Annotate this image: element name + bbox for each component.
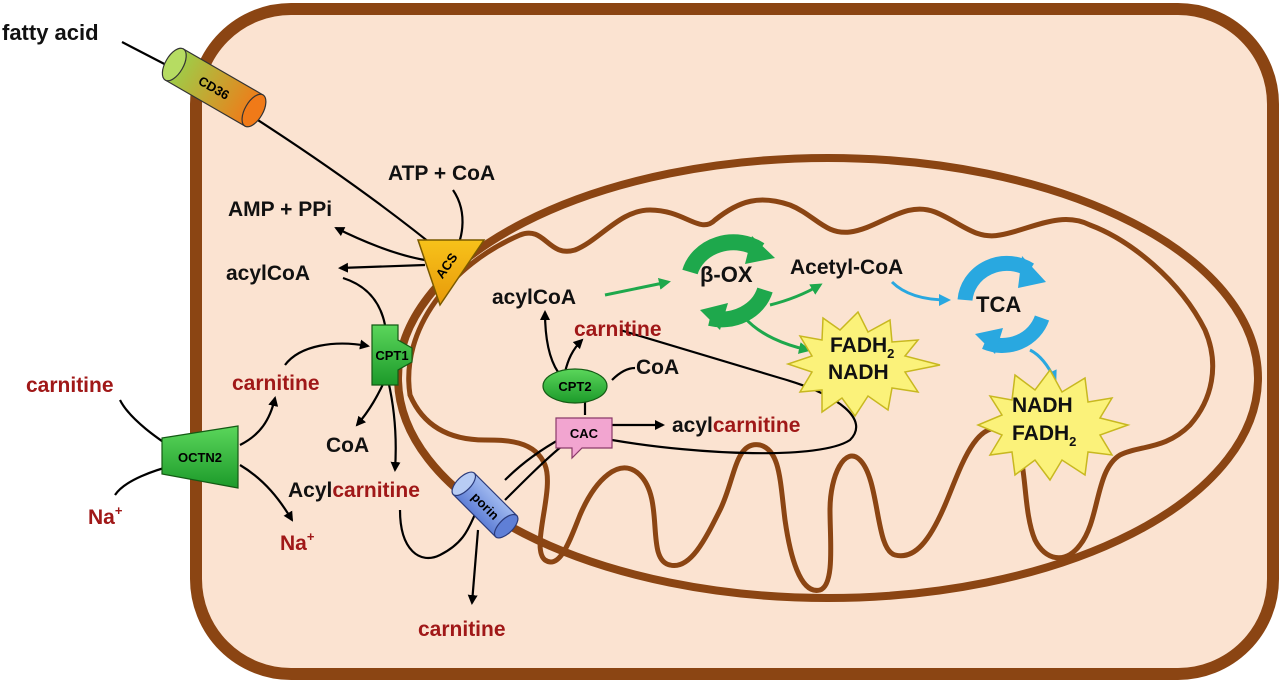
atp-coa-label: ATP + CoA bbox=[388, 162, 495, 185]
porin-to-cac-line-2 bbox=[504, 445, 563, 501]
cpt2-enzyme: CPT2 bbox=[542, 368, 608, 404]
cd36-transporter: CD36 bbox=[161, 47, 267, 128]
acs-to-acylcoa-arrow bbox=[338, 262, 426, 273]
carnitine-cytosol-label: carnitine bbox=[232, 372, 320, 395]
tca-label: TCA bbox=[976, 292, 1021, 317]
cac-transporter: CAC bbox=[555, 417, 613, 460]
acs-to-amp-arrow bbox=[334, 227, 426, 262]
cpt1-enzyme: CPT1 bbox=[371, 324, 413, 386]
beta-ox-to-acetylcoa-arrow bbox=[769, 283, 823, 307]
cpt1-label: CPT1 bbox=[375, 348, 408, 363]
octn2-to-carnitine-arrow bbox=[239, 396, 279, 446]
porin-to-carnitine-arrow bbox=[467, 529, 480, 605]
cpt2-to-carnitine-arrow bbox=[563, 338, 584, 373]
acylcarnitine-cytosol-label: Acylcarnitine bbox=[288, 479, 420, 502]
fadh2-label-1: FADH2 bbox=[830, 334, 894, 361]
fatty-acid-label: fatty acid bbox=[2, 20, 99, 45]
carnitine-matrix-label: carnitine bbox=[574, 318, 662, 341]
octn2-transporter: OCTN2 bbox=[161, 425, 239, 489]
tca-cycle-icon bbox=[957, 255, 1050, 354]
cd36-to-acs-line bbox=[249, 114, 446, 256]
acetyl-coa-label: Acetyl-CoA bbox=[790, 256, 903, 279]
acylcoa-outer-label: acylCoA bbox=[226, 262, 310, 285]
acylcoa-to-cpt1-line bbox=[342, 276, 387, 326]
acylcoa-to-beta-ox-arrow bbox=[604, 277, 671, 297]
cac-loop-line bbox=[611, 328, 858, 455]
beta-ox-label: β-OX bbox=[700, 262, 753, 287]
cac-label: CAC bbox=[570, 426, 599, 441]
acylcoa-matrix-label: acylCoA bbox=[492, 286, 576, 309]
octn2-label: OCTN2 bbox=[178, 450, 222, 465]
acs-enzyme: ACS bbox=[416, 239, 486, 307]
beta-ox-cycle-icon bbox=[682, 234, 775, 330]
nadh-label-2: NADH bbox=[1012, 394, 1073, 417]
carnitine-to-cpt1-arrow bbox=[284, 339, 370, 366]
cpt2-label: CPT2 bbox=[558, 379, 591, 394]
acylcarnitine-to-porin-line bbox=[398, 504, 481, 560]
cpt2-to-acylcoa-arrow bbox=[540, 310, 559, 373]
cpt1-to-acylcarnitine-arrow bbox=[386, 379, 401, 472]
beta-ox-to-fadh-arrow bbox=[743, 316, 811, 354]
nadh-label-1: NADH bbox=[828, 361, 889, 384]
amp-ppi-label: AMP + PPi bbox=[228, 198, 332, 221]
fadh-nadh-burst-1 bbox=[785, 310, 941, 418]
coa-matrix-label: CoA bbox=[636, 356, 679, 379]
cpt2-coa-line bbox=[611, 366, 636, 381]
fadh2-label-2: FADH2 bbox=[1012, 422, 1076, 449]
carnitine-bottom-label: carnitine bbox=[418, 618, 506, 641]
acylcarnitine-matrix-label: acylcarnitine bbox=[672, 414, 800, 437]
nadh-fadh-burst-2 bbox=[976, 368, 1131, 482]
na-extracellular-label: Na+ bbox=[88, 503, 123, 529]
coa-outer-label: CoA bbox=[326, 434, 369, 457]
acetylcoa-to-tca-arrow bbox=[890, 280, 951, 306]
octn2-to-na-arrow bbox=[239, 464, 294, 522]
na-cytosol-label: Na+ bbox=[280, 529, 315, 555]
carnitine-extracellular-label: carnitine bbox=[26, 374, 114, 397]
